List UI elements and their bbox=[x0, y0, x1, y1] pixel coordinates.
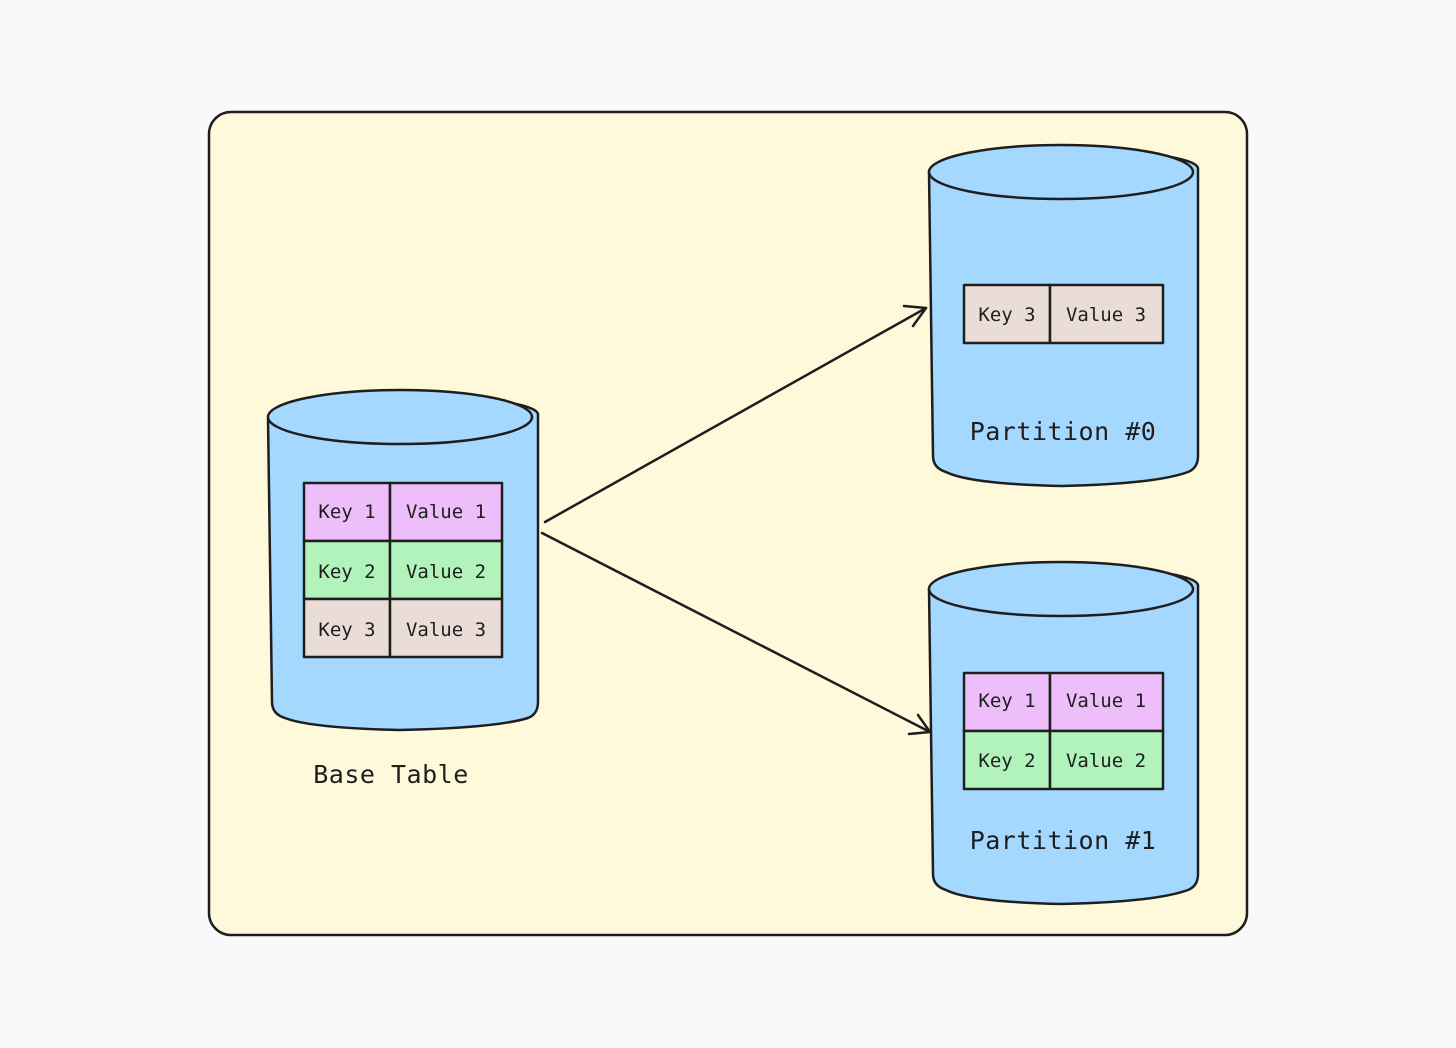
cell-value: Value 1 bbox=[1066, 690, 1146, 712]
arrow-to-partition-0 bbox=[543, 304, 928, 524]
table-cell bbox=[962, 729, 1052, 791]
table-cell bbox=[302, 481, 392, 543]
table-cell bbox=[388, 539, 504, 601]
cell-key: Key 2 bbox=[978, 750, 1035, 772]
table-cell bbox=[1048, 283, 1165, 345]
cell-key: Key 3 bbox=[318, 619, 375, 641]
table-cell bbox=[1048, 729, 1165, 791]
base-table-grid: Key 1 Value 1 Key 2 Value 2 Key 3 Value … bbox=[302, 481, 504, 659]
partition-0-label: Partition #0 bbox=[970, 417, 1157, 446]
partition-1-label: Partition #1 bbox=[970, 826, 1157, 855]
cell-value: Value 3 bbox=[406, 619, 486, 641]
cell-value: Value 2 bbox=[406, 561, 486, 583]
cell-value: Value 2 bbox=[1066, 750, 1146, 772]
cell-key: Key 2 bbox=[318, 561, 375, 583]
cell-value: Value 3 bbox=[1066, 304, 1146, 326]
partition-1-grid: Key 1 Value 1 Key 2 Value 2 bbox=[962, 671, 1165, 791]
cell-key: Key 1 bbox=[978, 690, 1035, 712]
table-cell bbox=[962, 671, 1052, 733]
cell-key: Key 3 bbox=[978, 304, 1035, 326]
cell-value: Value 1 bbox=[406, 501, 486, 523]
table-cell bbox=[962, 283, 1052, 345]
base-table-label: Base Table bbox=[313, 760, 469, 789]
table-cell bbox=[1048, 671, 1165, 733]
table-cell bbox=[388, 597, 504, 659]
cell-key: Key 1 bbox=[318, 501, 375, 523]
partition-0-grid: Key 3 Value 3 bbox=[962, 283, 1165, 345]
